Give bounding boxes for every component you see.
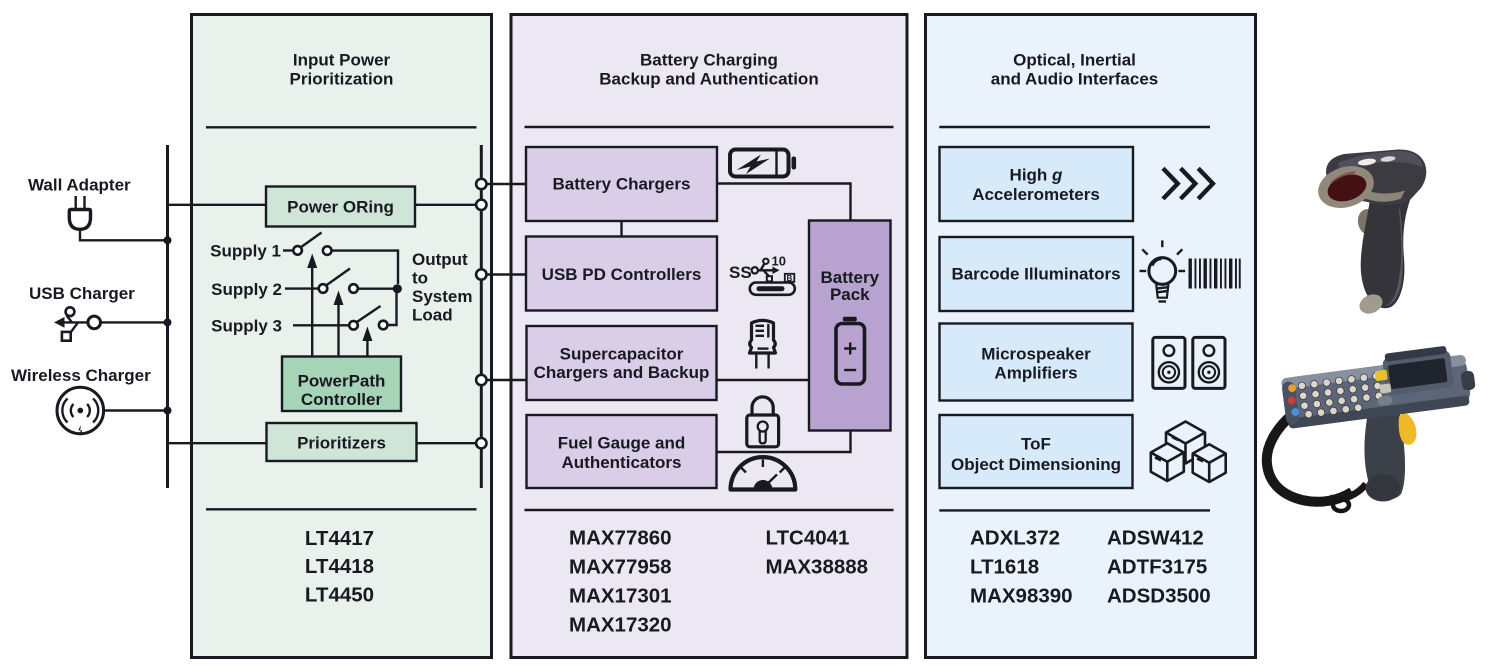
svg-text:USB Charger: USB Charger xyxy=(29,284,135,303)
svg-text:MAX77860: MAX77860 xyxy=(569,526,672,549)
svg-text:High g: High g xyxy=(1010,166,1064,185)
svg-text:Supply 3: Supply 3 xyxy=(211,317,282,336)
svg-text:LT4450: LT4450 xyxy=(305,584,374,607)
svg-text:Load: Load xyxy=(412,305,453,324)
svg-text:Wireless Charger: Wireless Charger xyxy=(11,366,151,385)
svg-text:Supply 1: Supply 1 xyxy=(210,242,281,261)
svg-text:MAX77958: MAX77958 xyxy=(569,555,672,578)
svg-text:MAX38888: MAX38888 xyxy=(766,555,869,578)
svg-text:Prioritizers: Prioritizers xyxy=(297,434,386,453)
svg-text:ToF: ToF xyxy=(1021,435,1051,454)
svg-text:MAX17320: MAX17320 xyxy=(569,613,672,636)
svg-text:ADTF3175: ADTF3175 xyxy=(1107,555,1207,578)
svg-text:Amplifiers: Amplifiers xyxy=(994,364,1077,383)
svg-text:Barcode Illuminators: Barcode Illuminators xyxy=(951,265,1120,284)
svg-text:Wall Adapter: Wall Adapter xyxy=(28,176,131,195)
svg-text:Authenticators: Authenticators xyxy=(562,453,682,472)
svg-text:SS: SS xyxy=(729,263,752,282)
svg-text:ADSW412: ADSW412 xyxy=(1107,526,1204,549)
svg-text:Controller: Controller xyxy=(301,390,383,409)
svg-text:Prioritization: Prioritization xyxy=(290,70,394,89)
svg-text:Supply 2: Supply 2 xyxy=(211,280,282,299)
svg-text:and Audio Interfaces: and Audio Interfaces xyxy=(991,70,1159,89)
svg-text:Fuel Gauge and: Fuel Gauge and xyxy=(558,433,686,452)
svg-text:to: to xyxy=(412,269,428,288)
svg-text:USB PD Controllers: USB PD Controllers xyxy=(542,265,702,284)
svg-text:B: B xyxy=(787,274,793,283)
svg-text:LT1618: LT1618 xyxy=(970,555,1039,578)
svg-text:Battery Chargers: Battery Chargers xyxy=(553,175,691,194)
svg-text:Microspeaker: Microspeaker xyxy=(981,345,1091,364)
svg-text:ADXL372: ADXL372 xyxy=(970,526,1060,549)
svg-text:Optical, Inertial: Optical, Inertial xyxy=(1013,51,1136,70)
svg-text:ADSD3500: ADSD3500 xyxy=(1107,584,1211,607)
svg-text:LT4417: LT4417 xyxy=(305,527,374,550)
svg-text:LTC4041: LTC4041 xyxy=(766,526,850,549)
svg-text:Input Power: Input Power xyxy=(293,51,391,70)
svg-text:LT4418: LT4418 xyxy=(305,555,374,578)
svg-text:Supercapacitor: Supercapacitor xyxy=(560,345,684,364)
svg-text:Chargers and Backup: Chargers and Backup xyxy=(534,363,710,382)
svg-text:MAX98390: MAX98390 xyxy=(970,584,1073,607)
svg-text:Accelerometers: Accelerometers xyxy=(972,185,1100,204)
svg-text:Battery: Battery xyxy=(821,268,880,287)
svg-text:Power ORing: Power ORing xyxy=(287,198,394,217)
svg-text:MAX17301: MAX17301 xyxy=(569,584,672,607)
svg-text:Pack: Pack xyxy=(830,285,870,304)
svg-text:PowerPath: PowerPath xyxy=(298,372,386,391)
svg-text:System: System xyxy=(412,287,472,306)
svg-text:Battery Charging: Battery Charging xyxy=(640,51,778,70)
svg-text:Backup and Authentication: Backup and Authentication xyxy=(599,70,818,89)
svg-text:Output: Output xyxy=(412,250,468,269)
svg-text:10: 10 xyxy=(772,253,786,268)
svg-text:Object Dimensioning: Object Dimensioning xyxy=(951,455,1121,474)
